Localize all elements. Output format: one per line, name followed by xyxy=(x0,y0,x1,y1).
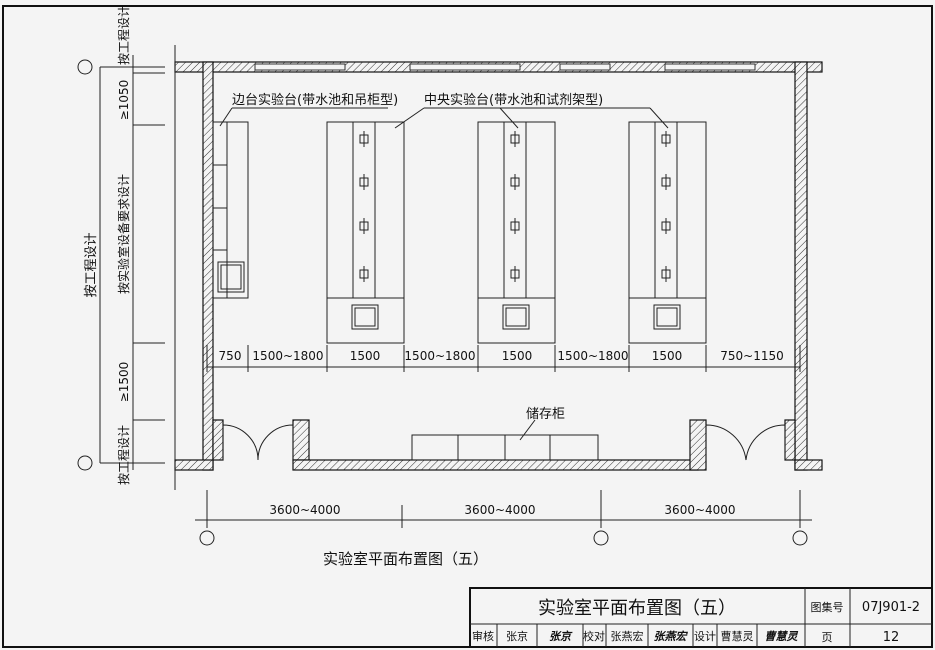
faucet-icon xyxy=(661,131,671,147)
faucet-icon xyxy=(661,218,671,234)
page-number: 12 xyxy=(883,630,900,645)
dim-label: 750 xyxy=(219,349,242,363)
side-bench xyxy=(212,121,249,299)
dim-left-bottom: 按工程设计 xyxy=(116,425,131,485)
door-right xyxy=(705,424,786,461)
reviewer: 张京 xyxy=(506,629,528,643)
dimension-row: 750 1500~1800 1500 1500~1800 1500 1500~1… xyxy=(219,349,784,363)
sheet-border xyxy=(2,5,933,648)
checker-signature: 张燕宏 xyxy=(654,630,689,643)
faucet-icon xyxy=(661,174,671,190)
dim-label: 1500 xyxy=(502,349,533,363)
reviewer-signature: 张京 xyxy=(549,630,573,643)
bottom-wall xyxy=(292,459,699,471)
sink-icon xyxy=(351,304,379,330)
designer-signature: 曹慧灵 xyxy=(765,630,799,643)
dim-left-middle: 按实验室设备要求设计 xyxy=(116,174,131,294)
review-label: 审核 xyxy=(472,629,494,643)
dim-label: 1500 xyxy=(350,349,381,363)
faucet-icon xyxy=(661,266,671,282)
dim-label: 1500 xyxy=(652,349,683,363)
faucet-icon xyxy=(510,266,520,282)
atlas-label: 图集号 xyxy=(811,600,844,614)
faucet-icon xyxy=(359,174,369,190)
faucet-icon xyxy=(359,218,369,234)
dim-left-overall: 按工程设计 xyxy=(84,232,99,297)
right-wall xyxy=(794,61,808,471)
central-benches xyxy=(326,121,707,344)
reagent-shelf xyxy=(654,121,678,299)
checker: 张燕宏 xyxy=(611,629,644,643)
dim-left-top: 按工程设计 xyxy=(116,5,131,65)
design-label: 设计 xyxy=(694,630,716,643)
faucet-icon xyxy=(359,131,369,147)
walls xyxy=(174,61,823,471)
bottom-dimension-lines xyxy=(195,490,812,546)
door-left xyxy=(222,424,294,461)
title-block xyxy=(469,587,933,648)
title-block-title: 实验室平面布置图（五） xyxy=(538,598,736,619)
left-dimension-lines xyxy=(77,45,176,490)
dim-left-bottom-gap: ≥1500 xyxy=(117,362,131,403)
central-bench xyxy=(326,121,405,344)
dim-bottom: 3600~4000 xyxy=(464,503,535,517)
dim-label: 1500~1800 xyxy=(557,349,628,363)
reagent-shelf xyxy=(352,121,376,299)
atlas-number: 07J901-2 xyxy=(862,600,920,615)
sink-icon xyxy=(653,304,681,330)
faucet-icon xyxy=(510,131,520,147)
check-label: 校对 xyxy=(583,629,605,643)
central-bench xyxy=(477,121,556,344)
dim-label: 1500~1800 xyxy=(252,349,323,363)
central-bench-label: 中央实验台(带水池和试剂架型) xyxy=(424,92,603,108)
side-bench-label: 边台实验台(带水池和吊柜型) xyxy=(232,92,398,108)
faucet-icon xyxy=(510,174,520,190)
faucet-icon xyxy=(359,266,369,282)
storage-label: 储存柜 xyxy=(526,407,565,422)
dim-left-top-gap: ≥1050 xyxy=(117,80,131,121)
leader-lines xyxy=(219,107,669,129)
sink-icon xyxy=(502,304,530,330)
sink-icon xyxy=(217,261,245,293)
storage-cabinet xyxy=(411,419,599,461)
faucet-icon xyxy=(510,218,520,234)
central-bench xyxy=(628,121,707,344)
designer: 曹慧灵 xyxy=(721,629,754,643)
left-wall xyxy=(202,61,214,471)
page-label: 页 xyxy=(822,631,833,644)
dim-bottom: 3600~4000 xyxy=(269,503,340,517)
drawing-caption: 实验室平面布置图（五） xyxy=(323,550,488,568)
reagent-shelf xyxy=(503,121,527,299)
dim-bottom: 3600~4000 xyxy=(664,503,735,517)
dim-label: 750~1150 xyxy=(720,349,784,363)
dim-label: 1500~1800 xyxy=(404,349,475,363)
